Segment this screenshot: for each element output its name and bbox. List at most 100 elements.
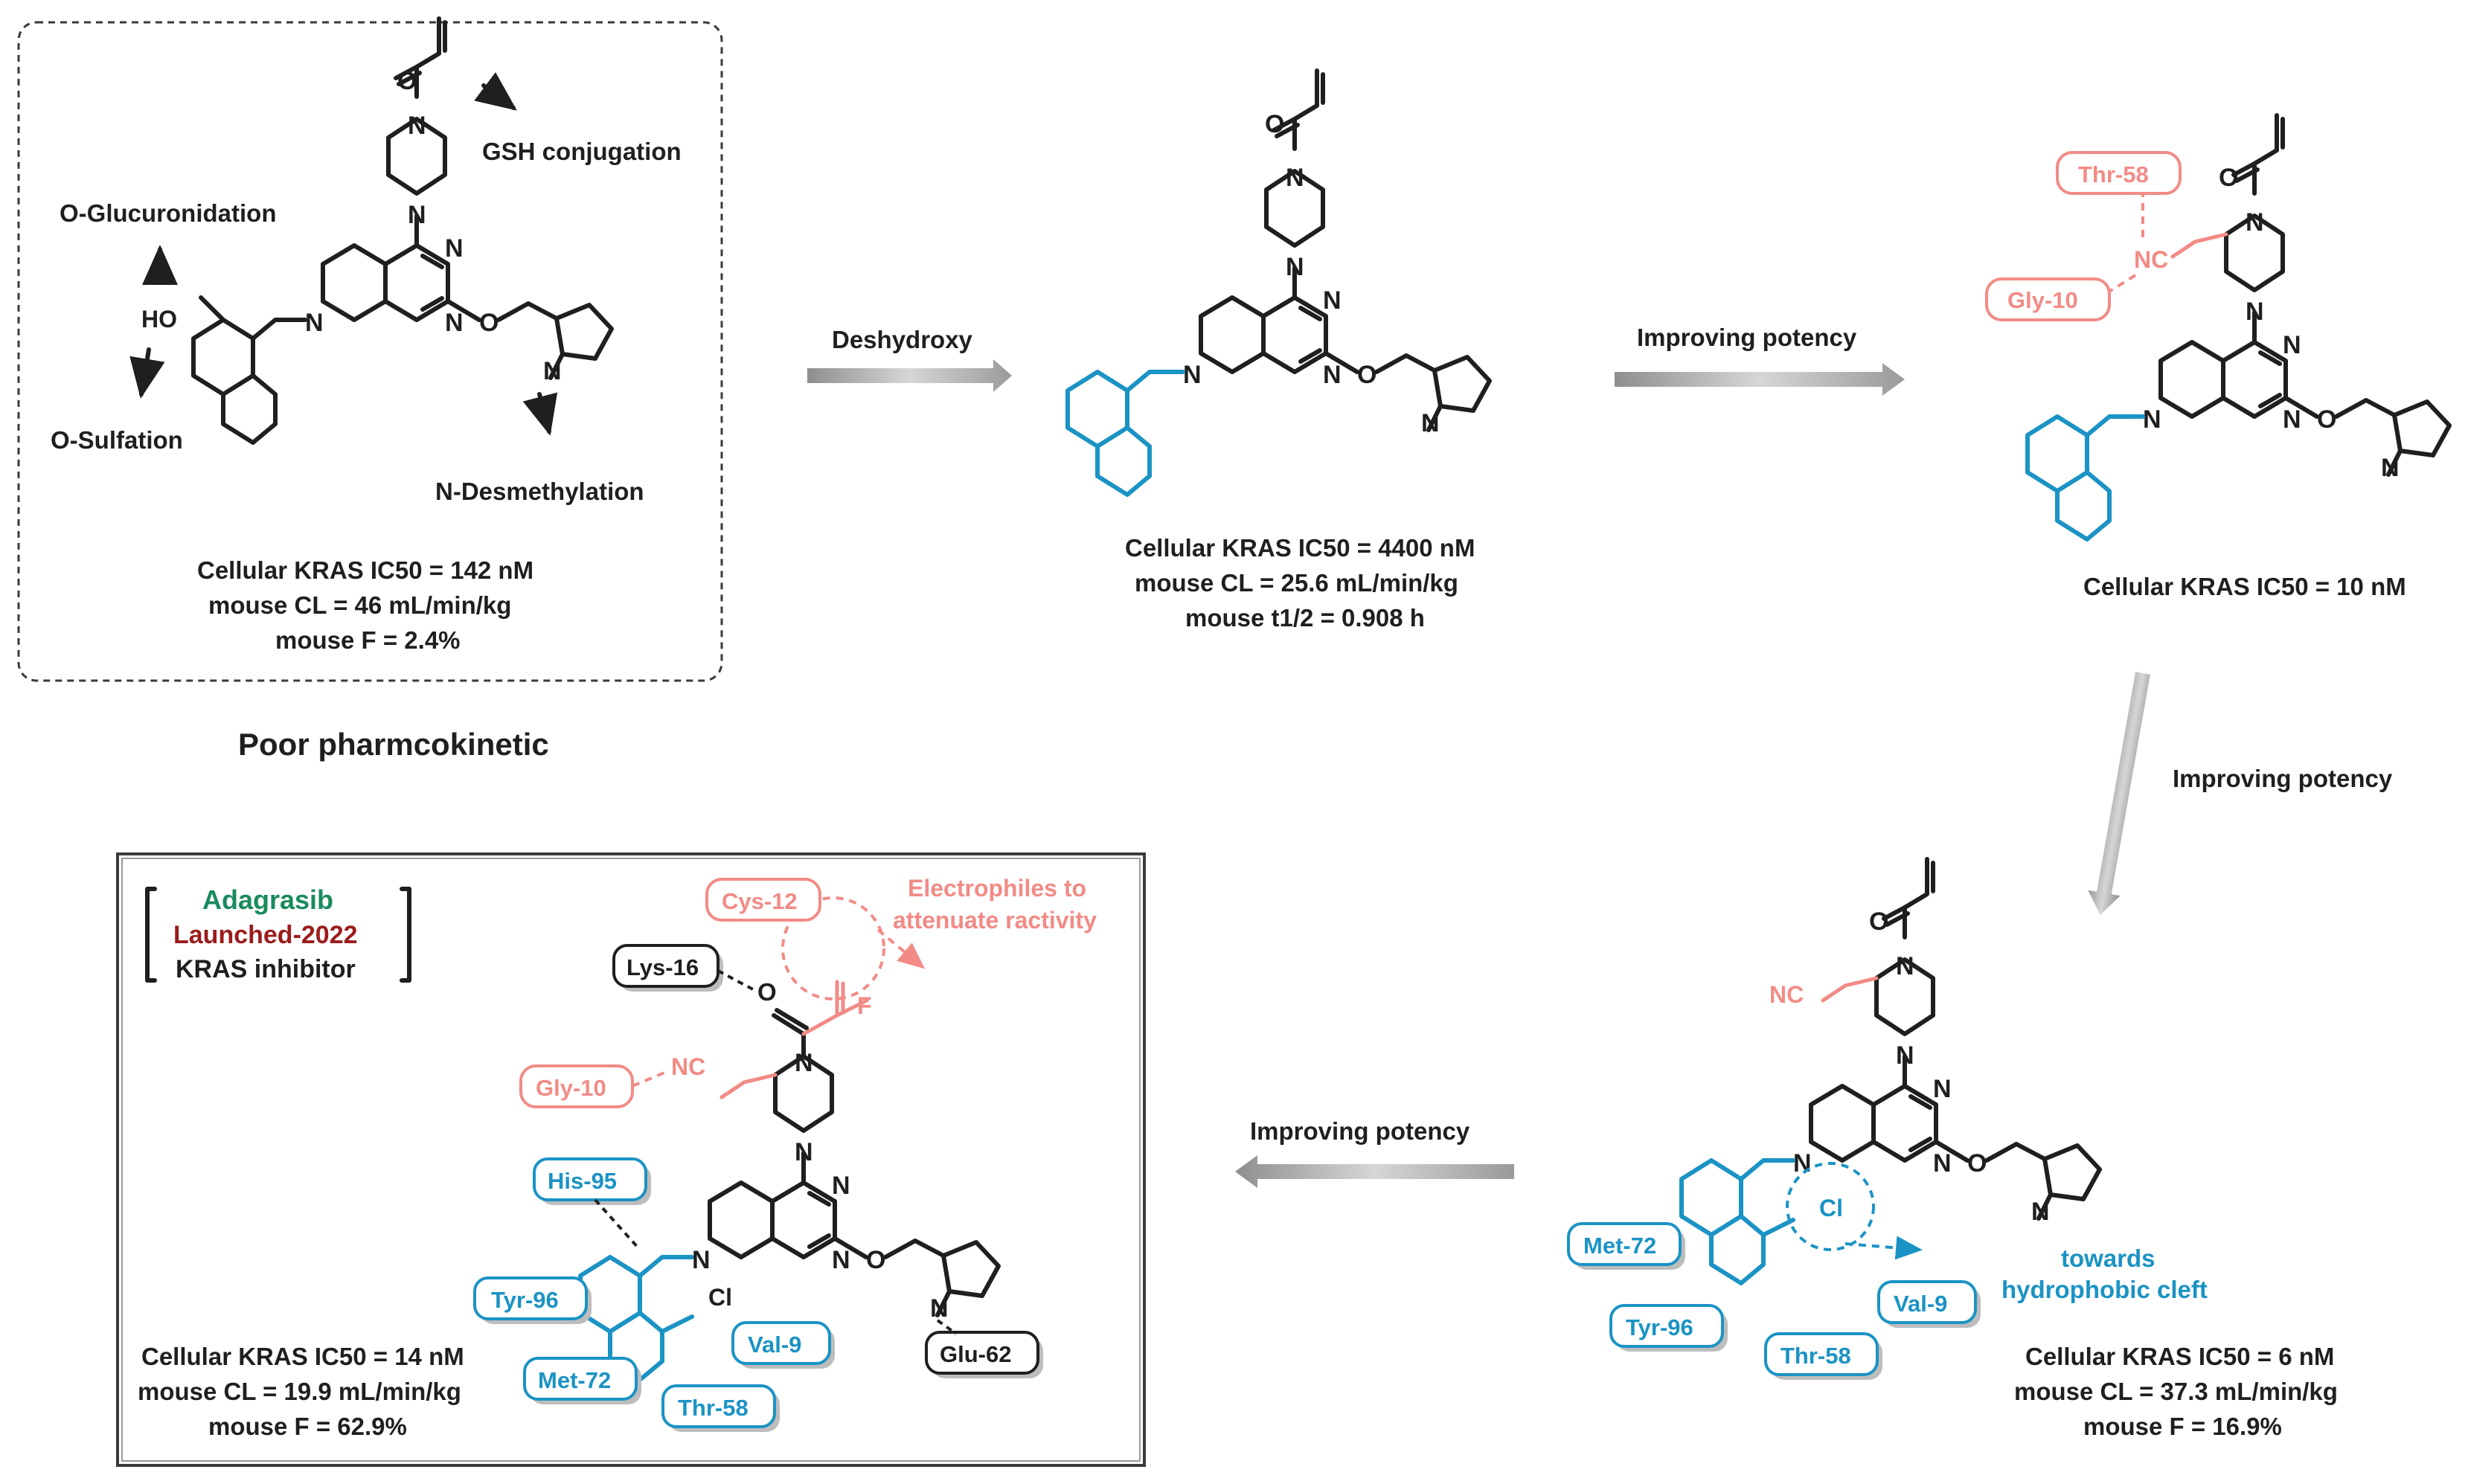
sulfation-arrow xyxy=(129,347,165,399)
adagrasib-bracket xyxy=(145,887,411,983)
compound4-note-1: towards xyxy=(2061,1244,2156,1272)
svg-text:N: N xyxy=(2143,405,2161,434)
svg-text:Met-72: Met-72 xyxy=(538,1367,611,1393)
svg-text:N: N xyxy=(930,1294,949,1323)
desmethylation-label: N-Desmethylation xyxy=(435,478,644,505)
svg-text:Thr-58: Thr-58 xyxy=(1781,1343,1851,1369)
svg-text:N: N xyxy=(2031,1198,2050,1226)
adagrasib-residue-thr58: Thr-58 xyxy=(661,1384,780,1432)
arrow-step2 xyxy=(1615,363,1905,396)
svg-text:O: O xyxy=(2317,405,2336,434)
compound3-ic50: Cellular KRAS IC50 = 10 nM xyxy=(2083,573,2406,600)
adagrasib-f: mouse F = 62.9% xyxy=(208,1413,407,1440)
svg-text:N: N xyxy=(1183,361,1202,389)
svg-text:N: N xyxy=(1793,1149,1812,1178)
arrow-step1-label: Deshydroxy xyxy=(832,326,973,353)
compound4-ic50: Cellular KRAS IC50 = 6 nM xyxy=(2025,1343,2334,1370)
svg-text:O: O xyxy=(866,1246,885,1274)
adagrasib-residue-val9: Val-9 xyxy=(731,1321,835,1369)
compound4-structure: O N N N N O N N xyxy=(1679,859,2100,1285)
adagrasib-electrophile-2: attenuate ractivity xyxy=(893,907,1097,934)
arrow-step1 xyxy=(807,359,1012,392)
svg-text:O: O xyxy=(2219,164,2238,192)
arrow-step4 xyxy=(1235,1155,1514,1188)
adagrasib-residue-tyr96: Tyr-96 xyxy=(473,1276,592,1324)
poor-pk-title: Poor pharmcokinetic xyxy=(238,727,549,762)
adagrasib-residue-cys12: Cys-12 xyxy=(705,878,821,922)
compound1-ic50: Cellular KRAS IC50 = 142 nM xyxy=(197,556,533,584)
svg-text:N: N xyxy=(408,112,426,140)
adagrasib-electrophile-1: Electrophiles to xyxy=(908,875,1086,902)
desmethylation-arrow xyxy=(522,392,558,436)
compound4-cl: mouse CL = 37.3 mL/min/kg xyxy=(2014,1378,2338,1405)
compound3-nc: NC xyxy=(2134,246,2168,273)
compound4-cl-circle xyxy=(1786,1162,1875,1251)
svg-text:N: N xyxy=(692,1246,711,1274)
arrow-step3-label: Improving potency xyxy=(2173,765,2393,792)
svg-text:Thr-58: Thr-58 xyxy=(2078,161,2149,187)
svg-text:N: N xyxy=(2283,405,2301,434)
compound1-cl: mouse CL = 46 mL/min/kg xyxy=(208,591,511,619)
adagrasib-gly10-line xyxy=(632,1070,669,1088)
compound2-t12: mouse t1/2 = 0.908 h xyxy=(1185,604,1425,632)
svg-text:N: N xyxy=(445,309,464,337)
svg-text:N: N xyxy=(408,201,426,229)
compound4-residue-met72: Met-72 xyxy=(1567,1222,1685,1270)
svg-text:N: N xyxy=(2283,331,2301,359)
svg-text:Lys-16: Lys-16 xyxy=(626,954,699,980)
svg-text:N: N xyxy=(1421,409,1440,437)
compound4-note-2: hydrophobic cleft xyxy=(2001,1276,2208,1303)
svg-text:O: O xyxy=(1265,110,1284,138)
svg-text:N: N xyxy=(1323,286,1342,315)
svg-text:O: O xyxy=(1967,1149,1987,1178)
arrow-step2-label: Improving potency xyxy=(1637,324,1857,351)
svg-text:N: N xyxy=(1933,1149,1952,1178)
svg-text:N: N xyxy=(305,309,324,337)
svg-text:N: N xyxy=(1896,1041,1914,1070)
svg-text:N: N xyxy=(795,1049,813,1077)
adagrasib-warhead-arrow xyxy=(876,928,926,969)
adagrasib-o: O xyxy=(757,978,777,1006)
svg-text:N: N xyxy=(832,1246,850,1274)
compound2-cl: mouse CL = 25.6 mL/min/kg xyxy=(1135,569,1458,597)
hydroxy-label: HO xyxy=(141,306,177,333)
adagrasib-warhead-circle xyxy=(781,896,885,1000)
svg-text:O: O xyxy=(1357,361,1376,389)
svg-text:N: N xyxy=(1933,1075,1952,1103)
svg-text:Val-9: Val-9 xyxy=(748,1332,801,1358)
svg-text:Gly-10: Gly-10 xyxy=(536,1075,606,1101)
svg-text:Glu-62: Glu-62 xyxy=(940,1341,1011,1367)
atom-o: O xyxy=(397,67,417,95)
svg-text:N: N xyxy=(2246,298,2264,326)
adagrasib-name: Adagrasib xyxy=(202,884,333,915)
arrow-step4-label: Improving potency xyxy=(1250,1117,1470,1145)
adagrasib-residue-his95: His-95 xyxy=(533,1157,651,1205)
adagrasib-f: F xyxy=(857,992,872,1019)
compound4-f: mouse F = 16.9% xyxy=(2083,1413,2282,1440)
svg-text:Met-72: Met-72 xyxy=(1583,1233,1656,1259)
compound3-interaction-lines xyxy=(2104,190,2144,295)
gsh-arrow xyxy=(474,72,517,111)
compound4-cleft-arrow xyxy=(1844,1236,1923,1260)
compound4-residue-tyr96: Tyr-96 xyxy=(1609,1304,1728,1352)
adagrasib-class: KRAS inhibitor xyxy=(176,955,356,983)
adagrasib-nc: NC xyxy=(671,1053,705,1080)
adagrasib-cl: mouse CL = 19.9 mL/min/kg xyxy=(138,1378,461,1405)
adagrasib-glu62-line xyxy=(936,1319,958,1335)
arrow-step3 xyxy=(2088,672,2150,915)
svg-text:N: N xyxy=(1286,164,1304,192)
svg-text:Gly-10: Gly-10 xyxy=(2007,287,2078,313)
sulfation-label: O-Sulfation xyxy=(51,426,183,454)
compound3-residue-thr58: Thr-58 xyxy=(2056,151,2182,195)
compound4-nc: NC xyxy=(1769,981,1804,1008)
compound3-structure: O N N N N O N N xyxy=(2025,115,2449,542)
adagrasib-structure: N N N N O N N xyxy=(578,980,1001,1382)
compound1-f: mouse F = 2.4% xyxy=(275,626,461,654)
svg-text:N: N xyxy=(832,1172,850,1200)
svg-text:His-95: His-95 xyxy=(548,1168,617,1194)
svg-text:N: N xyxy=(543,357,562,385)
gsh-label: GSH conjugation xyxy=(482,138,682,165)
compound3-residue-gly10: Gly-10 xyxy=(1985,277,2111,321)
svg-text:O: O xyxy=(479,309,499,337)
